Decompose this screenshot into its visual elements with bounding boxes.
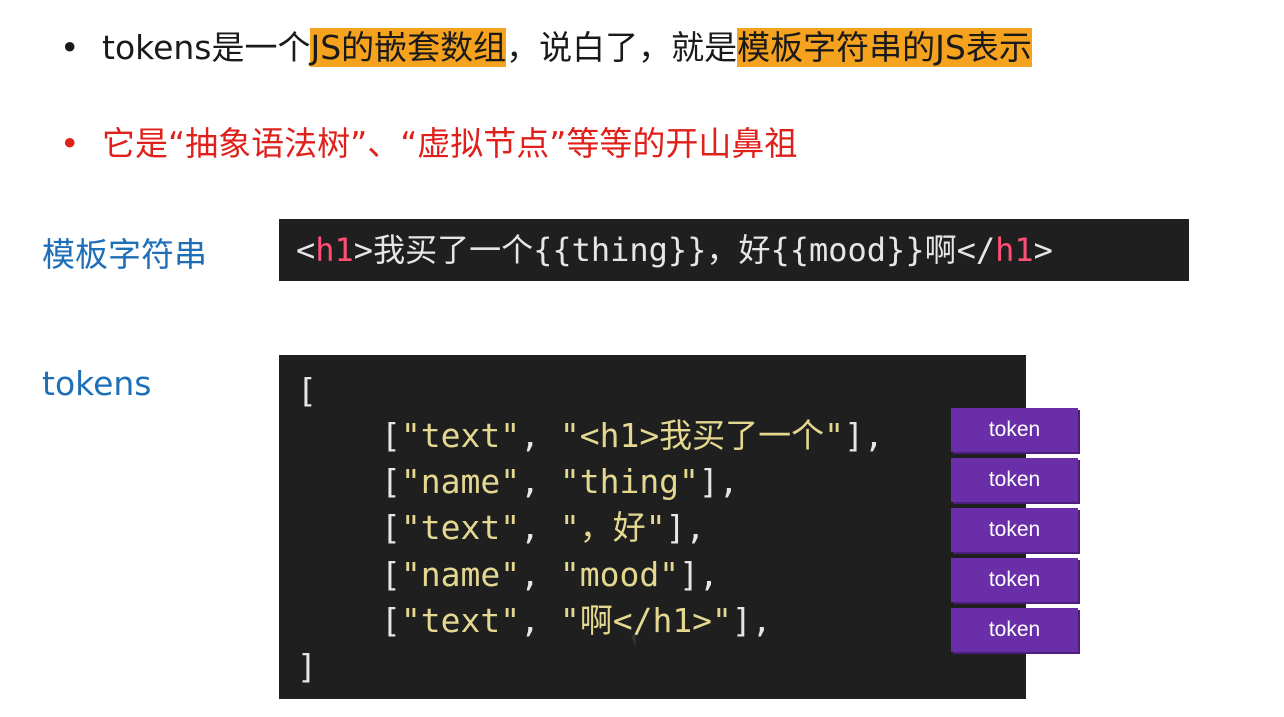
token-row: ["text", "，好"],: [381, 508, 706, 547]
bullet-dot: •: [60, 124, 80, 163]
tokens-code-block: [ ["text", "<h1>我买了一个"], ["name", "thing…: [279, 355, 1026, 699]
token-tag: token: [951, 558, 1078, 602]
token-value: "mood": [559, 555, 680, 594]
bullet-text: ，说白了，就是: [506, 28, 738, 67]
bullet-tokens-definition: • tokens是一个JS的嵌套数组，说白了，就是模板字符串的JS表示: [60, 26, 1032, 70]
open-bracket: [: [297, 371, 317, 410]
template-code-block: <h1>我买了一个{{thing}}，好{{mood}}啊</h1>: [279, 219, 1189, 281]
bullet-text: tokens是一个: [102, 28, 311, 67]
tokens-label: tokens: [42, 364, 152, 403]
token-tag: token: [951, 508, 1078, 552]
token-type: "text": [400, 601, 521, 640]
bullet-ancestor: • 它是“抽象语法树”、“虚拟节点”等等的开山鼻祖: [60, 122, 797, 166]
bullet-text: 它是“抽象语法树”、“虚拟节点”等等的开山鼻祖: [102, 124, 798, 163]
token-type: "name": [400, 555, 521, 594]
highlight-text: JS的嵌套数组: [310, 28, 507, 67]
code-punct: </: [956, 231, 996, 269]
close-bracket: ]: [297, 647, 317, 686]
bullet-dot: •: [60, 28, 80, 67]
code-tag: h1: [995, 231, 1034, 269]
token-value: "<h1>我买了一个": [559, 416, 845, 455]
token-row: ["name", "thing"],: [381, 462, 739, 501]
token-row: ["text", "啊</h1>"],: [381, 601, 772, 640]
token-type: "name": [400, 462, 521, 501]
token-row: ["text", "<h1>我买了一个"],: [381, 416, 884, 455]
highlight-text: 模板字符串的JS表示: [737, 28, 1032, 67]
token-value: "thing": [559, 462, 699, 501]
token-value: "，好": [559, 508, 666, 547]
token-row: ["name", "mood"],: [381, 555, 719, 594]
token-type: "text": [400, 416, 521, 455]
token-value: "啊</h1>": [559, 601, 732, 640]
token-tag: token: [951, 608, 1078, 652]
code-punct: >: [1033, 231, 1053, 269]
code-text: 我买了一个{{thing}}，好{{mood}}啊: [373, 231, 957, 269]
token-tag: token: [951, 458, 1078, 502]
token-tag: token: [951, 408, 1078, 452]
code-tag: h1: [315, 231, 354, 269]
token-type: "text": [400, 508, 521, 547]
code-punct: <: [296, 231, 316, 269]
code-punct: >: [353, 231, 374, 269]
template-string-label: 模板字符串: [42, 235, 207, 274]
